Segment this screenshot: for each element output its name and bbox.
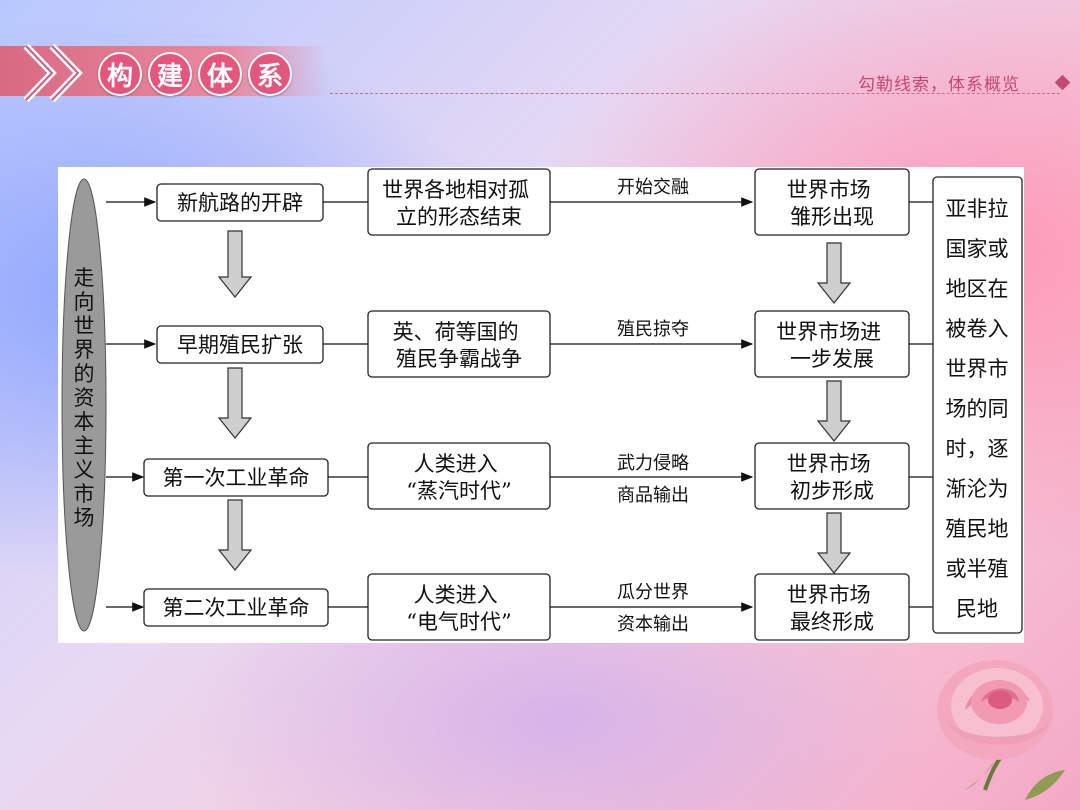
effect-box [367,442,551,510]
title-char: 体 [198,52,242,96]
diamond-icon [1054,74,1071,91]
chevron-double-icon [23,43,83,103]
root-label-char: 场 [74,506,95,530]
title-char: 建 [148,52,192,96]
down-arrow-icon [816,512,852,574]
root-label-char: 义 [74,458,95,482]
root-label-char: 主 [74,434,95,458]
page-subtitle: 勾勒线索，体系概览 [858,75,1020,95]
arrow-label: 武力侵略 [617,453,689,474]
result-line: 地区在 [946,277,1009,301]
arrow-label: 瓜分世界 [617,582,689,603]
root-label-char: 资 [74,386,95,410]
root-ellipse [61,178,107,632]
event-label: 第一次工业革命 [163,466,310,490]
result-line: 被卷入 [946,317,1009,341]
down-arrow-icon [217,230,253,298]
page-title: 构 建 体 系 [98,52,292,96]
result-line: 殖民地 [946,517,1009,541]
effect-label: 英、荷等国的 殖民争霸战争 [393,320,526,371]
rose-image [937,660,1065,800]
down-arrow-icon [217,499,253,571]
market-label: 世界市场 雏形出现 [787,178,878,229]
result-line: 国家或 [946,237,1009,261]
result-line: 时，逐 [946,437,1009,461]
result-line: 渐沦为 [946,477,1009,501]
root-label-char: 本 [74,410,95,434]
diagram-panel: 走向世界的资本主义市场 新航路的开辟 早期殖民扩张 第一次工业革命 第二次工业革… [58,167,1024,643]
market-label: 世界市场 最终形成 [787,583,878,634]
market-box [754,442,910,510]
down-arrow-icon [217,367,253,439]
arrow-label: 殖民掠夺 [617,318,689,340]
root-label-char: 的 [74,362,95,386]
effect-label: 人类进入 “电气时代” [406,583,511,634]
result-line: 民地 [956,597,998,621]
result-line: 亚非拉 [946,197,1009,221]
result-line: 场的同 [946,397,1009,421]
root-label-char: 走 [74,266,95,290]
header-divider [330,93,1060,94]
root-label-char: 世 [74,314,95,338]
root-label-char: 界 [74,338,95,362]
result-line: 或半殖 [946,557,1009,581]
title-char: 系 [248,52,292,96]
effect-label: 人类进入 “蒸汽时代” [406,452,511,503]
arrow-label: 商品输出 [617,485,689,506]
arrow-label: 开始交融 [617,177,689,198]
event-label: 新航路的开辟 [177,191,303,215]
event-label: 早期殖民扩张 [177,333,303,357]
title-char: 构 [98,52,142,96]
market-label: 世界市场 初步形成 [787,452,878,503]
arrow-label: 资本输出 [617,614,689,635]
event-label: 第二次工业革命 [163,596,310,620]
effect-label: 世界各地相对孤 立的形态结束 [382,178,536,229]
root-label-char: 向 [74,290,95,314]
market-label: 世界市场进 一步发展 [776,320,888,371]
result-line: 世界市 [946,357,1009,381]
down-arrow-icon [816,380,852,442]
root-label-char: 市 [74,482,95,506]
down-arrow-icon [816,242,852,304]
result-box [932,176,1023,634]
